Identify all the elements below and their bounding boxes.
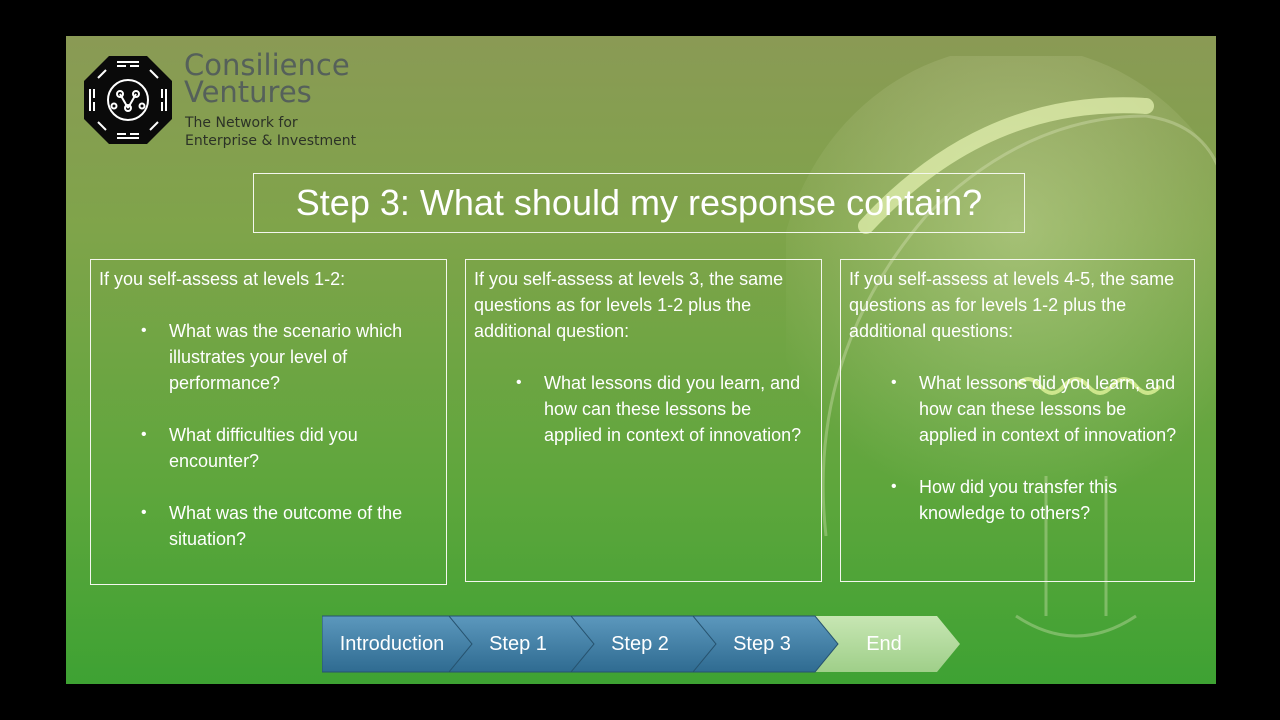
- nav-chevrons: [322, 615, 960, 673]
- list-item: What was the outcome of the situation?: [141, 500, 438, 552]
- brand-name-line2: Ventures: [184, 75, 312, 109]
- bullet-list: What lessons did you learn, and how can …: [474, 370, 813, 448]
- nav-item-end[interactable]: End: [866, 633, 902, 655]
- slide: Consilience Ventures The Network for Ent…: [66, 36, 1216, 684]
- list-item: What lessons did you learn, and how can …: [891, 370, 1186, 448]
- nav-chevron-introduction[interactable]: [322, 615, 473, 673]
- title-box: Step 3: What should my response contain?: [253, 173, 1025, 233]
- nav-item-step-2[interactable]: Step 2: [611, 633, 669, 655]
- column-levels-1-2: If you self-assess at levels 1-2: What w…: [90, 259, 447, 585]
- column-intro: If you self-assess at levels 1-2:: [99, 269, 346, 289]
- brand-name-line1: Consilience: [184, 48, 350, 82]
- bullet-list: What lessons did you learn, and how can …: [849, 370, 1186, 526]
- step-navigation: Introduction Step 1 Step 2 Step 3 End: [322, 614, 962, 674]
- slide-title: Step 3: What should my response contain?: [295, 182, 983, 223]
- brand-tagline: The Network for Enterprise & Investment: [185, 114, 356, 150]
- nav-item-step-3[interactable]: Step 3: [733, 633, 791, 655]
- list-item: What difficulties did you encounter?: [141, 422, 438, 474]
- column-levels-4-5: If you self-assess at levels 4-5, the sa…: [840, 259, 1195, 582]
- column-intro: If you self-assess at levels 4-5, the sa…: [849, 269, 1175, 341]
- nav-item-step-1[interactable]: Step 1: [489, 633, 547, 655]
- list-item: How did you transfer this knowledge to o…: [891, 474, 1186, 526]
- bagua-logo-icon: [84, 56, 172, 144]
- list-item: What lessons did you learn, and how can …: [516, 370, 813, 448]
- list-item: What was the scenario which illustrates …: [141, 318, 438, 396]
- brand-name: Consilience Ventures: [184, 48, 350, 109]
- brand-tagline-line2: Enterprise & Investment: [185, 133, 357, 149]
- nav-chevron-end[interactable]: [810, 616, 960, 672]
- bullet-list: What was the scenario which illustrates …: [99, 318, 438, 552]
- column-level-3: If you self-assess at levels 3, the same…: [465, 259, 822, 582]
- column-intro: If you self-assess at levels 3, the same…: [474, 269, 784, 341]
- nav-item-introduction[interactable]: Introduction: [339, 633, 445, 655]
- brand-tagline-line1: The Network for: [185, 115, 298, 131]
